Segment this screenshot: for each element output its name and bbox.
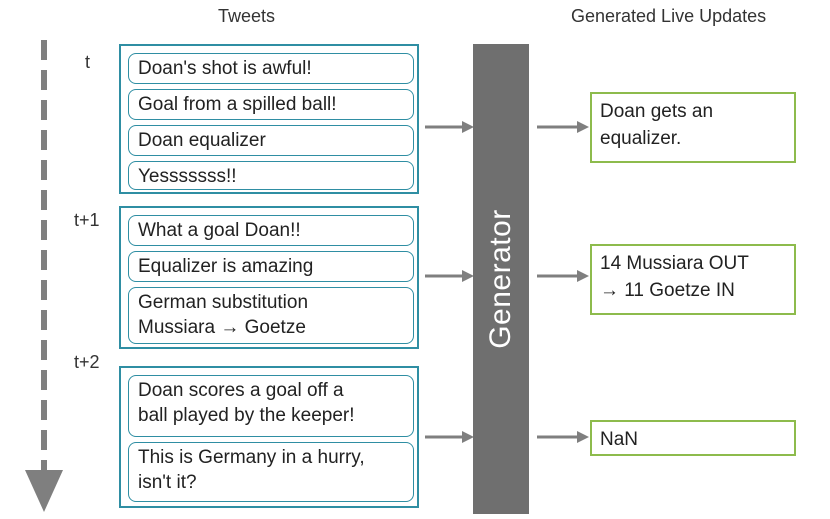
generator-block: Generator [473, 44, 529, 514]
arrow-generator-to-update-3 [537, 431, 589, 443]
tweet-item: German substitution Mussiara → Goetze [128, 287, 414, 344]
tweet-item: Yesssssss!! [128, 161, 414, 190]
tweet-item: Doan's shot is awful! [128, 53, 414, 84]
time-label-t: t [85, 52, 91, 72]
tweet-item: Goal from a spilled ball! [128, 89, 414, 120]
live-update-t: Doan gets an equalizer. [590, 92, 796, 163]
generator-label: Generator [484, 209, 517, 349]
tweet-group-t-plus-2: Doan scores a goal off a ball played by … [119, 366, 419, 508]
time-label-t-plus-1: t+1 [74, 210, 100, 230]
tweet-item: Doan equalizer [128, 125, 414, 156]
updates-header: Generated Live Updates [571, 6, 767, 26]
arrow-generator-to-update-2 [537, 270, 589, 282]
live-update-t-plus-2: NaN [590, 420, 796, 456]
tweets-header: Tweets [218, 6, 276, 26]
arrow-generator-to-update-1 [537, 121, 589, 133]
tweet-group-t: Doan's shot is awful! Goal from a spille… [119, 44, 419, 194]
live-update-t-plus-1: 14 Mussiara OUT → 11 Goetze IN [590, 244, 796, 315]
tweet-item: Equalizer is amazing [128, 251, 414, 282]
arrow-group-2-to-generator [425, 270, 474, 282]
tweet-group-t-plus-1: What a goal Doan!! Equalizer is amazing … [119, 206, 419, 349]
time-label-t-plus-2: t+2 [74, 352, 100, 372]
tweet-item: What a goal Doan!! [128, 215, 414, 246]
arrow-group-1-to-generator [425, 121, 474, 133]
tweet-item: This is Germany in a hurry, isn't it? [128, 442, 414, 502]
arrow-group-3-to-generator [425, 431, 474, 443]
timeline-arrowhead [25, 470, 63, 512]
tweet-item: Doan scores a goal off a ball played by … [128, 375, 414, 437]
